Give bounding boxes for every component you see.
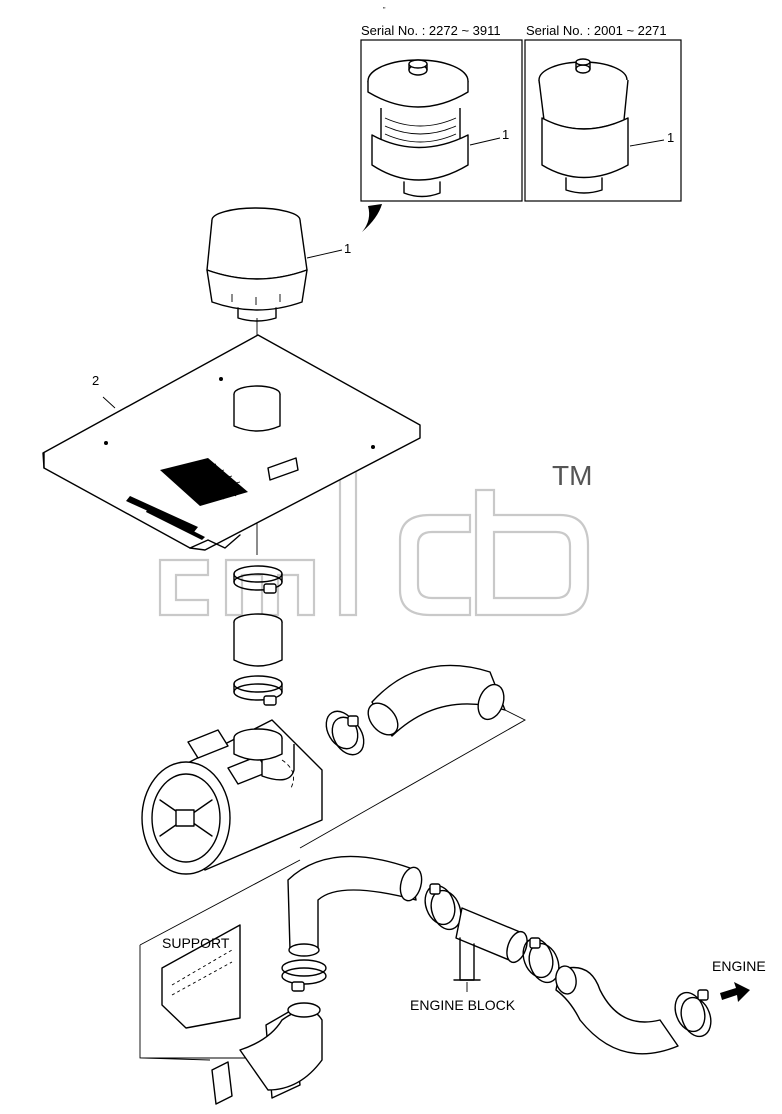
label-support: SUPPORT (162, 935, 230, 951)
pointer-arrow-icon (362, 204, 382, 232)
lower-elbow-duct (287, 855, 423, 957)
air-cleaner-housing (141, 719, 323, 875)
hood-plate (42, 334, 421, 551)
inset-1-serial-label: Serial No. : 2272 ~ 3911 (361, 23, 501, 38)
label-engine: ENGINE (712, 958, 766, 974)
watermark-logo: TM (158, 460, 592, 617)
hose-clamp-lower-2 (522, 937, 560, 984)
support-bracket (161, 924, 327, 1105)
callout-hood-plate: 2 (92, 373, 99, 388)
grille-pattern (126, 458, 248, 540)
header-mark: " (383, 7, 386, 14)
middle-clamp (233, 675, 283, 706)
inset-serial-2001-2271: Serial No. : 2001 ~ 2271 1 (524, 23, 682, 202)
label-engine-block: ENGINE BLOCK (410, 997, 516, 1013)
inset-2-callout: 1 (667, 130, 674, 145)
hose-clamp-icon (347, 715, 359, 727)
callout-main-filter: 1 (344, 241, 351, 256)
rubber-sleeve (233, 613, 283, 667)
hose-clamp-engine (674, 989, 712, 1038)
inset-serial-2272-3911: Serial No. : 2272 ~ 3911 1 (360, 23, 523, 202)
intermediate-pipe (453, 907, 528, 981)
arrow-right-icon (720, 982, 750, 1002)
inset-1-callout: 1 (502, 127, 509, 142)
hose-clamp-lower-1 (424, 883, 462, 931)
inset-2-serial-label: Serial No. : 2001 ~ 2271 (526, 23, 667, 38)
hose-clamp-upper (325, 710, 365, 756)
watermark-tm: TM (552, 460, 592, 491)
air-filter-main (206, 207, 343, 322)
elbow-hose-upper (367, 664, 506, 737)
filter-solid-variant (538, 58, 665, 194)
filter-mesh-variant (367, 59, 501, 198)
support-bracket-outline (139, 859, 301, 1061)
flex-hose-engine (555, 965, 679, 1055)
connector-line-1 (299, 709, 526, 849)
upper-clamp (233, 565, 283, 594)
